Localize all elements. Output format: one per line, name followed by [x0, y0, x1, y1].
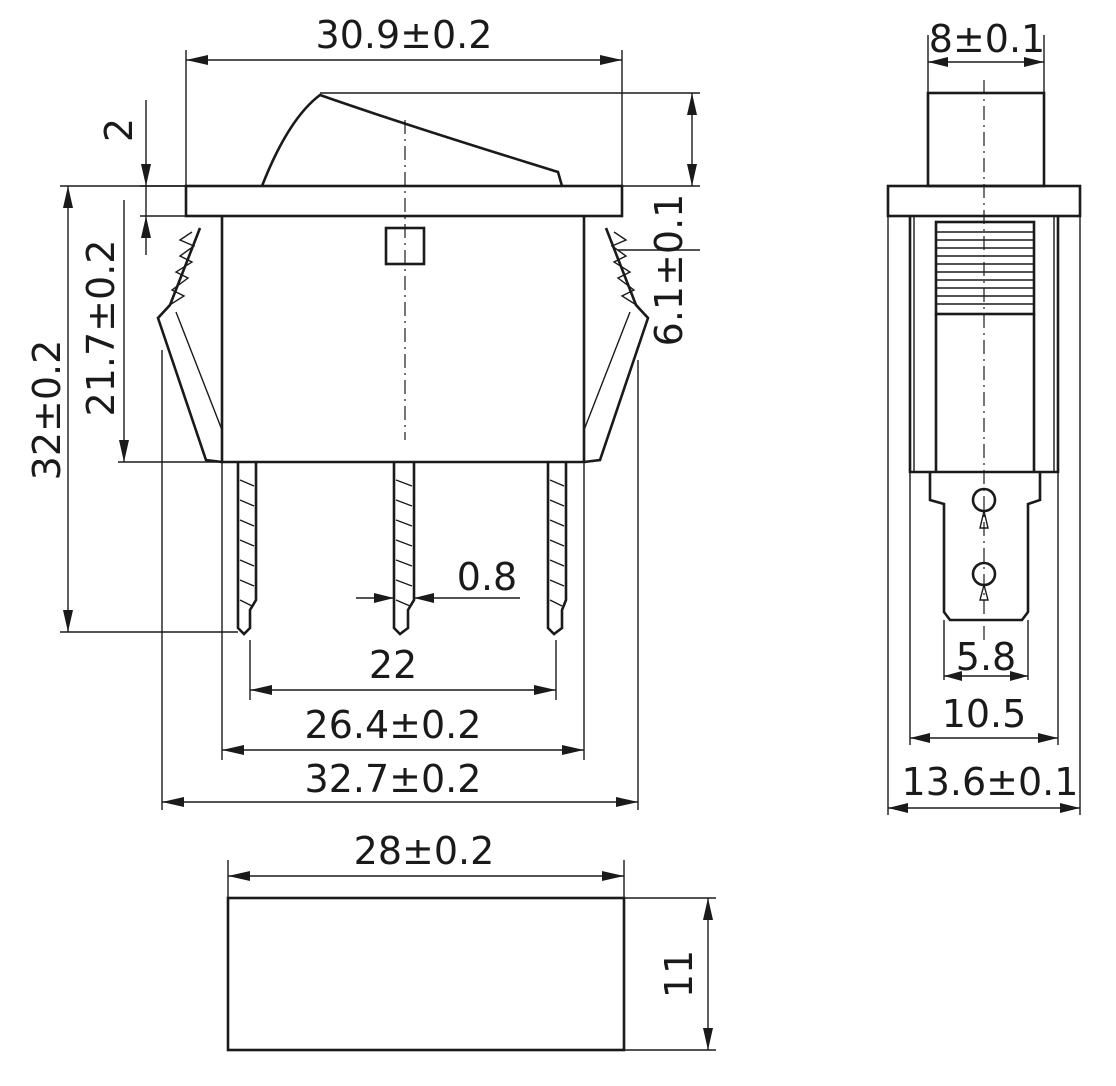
dim-pin-pitch: 22	[369, 643, 417, 687]
dim-side-flange-width: 13.6±0.1	[902, 760, 1079, 804]
left-clip-teeth	[167, 231, 196, 307]
bottom-view: 28±0.2 11	[226, 829, 716, 1052]
dim-body-width: 26.4±0.2	[305, 703, 482, 747]
dim-rocker-height: 2	[97, 118, 141, 142]
dim-side-top-width: 8±0.1	[929, 17, 1045, 61]
dim-pin-thickness: 0.8	[457, 555, 517, 599]
dim-terminal-width: 5.8	[956, 635, 1016, 679]
dim-total-height: 32±0.2	[25, 340, 69, 481]
left-clip	[156, 227, 223, 464]
side-rocker	[926, 91, 1046, 188]
front-flange	[184, 184, 624, 218]
dim-bottom-width: 28±0.2	[354, 829, 495, 873]
bottom-rect	[226, 896, 626, 1052]
dim-clip-width: 32.7±0.2	[305, 757, 482, 801]
side-terminal	[928, 472, 1042, 622]
front-rocker	[260, 93, 564, 187]
dim-body-height: 21.7±0.2	[79, 240, 123, 417]
dim-side-body-width: 10.5	[942, 692, 1027, 736]
front-view: 30.9±0.2 6.1±0.1 2 21.7±0.2 32±0.2 0.8 2…	[25, 13, 700, 810]
side-latch	[934, 220, 1036, 316]
dim-overall-width: 30.9±0.2	[316, 13, 493, 57]
right-clip-teeth	[610, 231, 639, 307]
front-pins	[236, 462, 568, 636]
dim-right-height: 6.1±0.1	[647, 194, 691, 347]
side-view: 8±0.1 5.8 10.5 13.6±0.1	[886, 17, 1082, 815]
right-clip	[583, 227, 650, 464]
front-body	[220, 216, 586, 464]
dim-bottom-height: 11	[657, 950, 701, 998]
